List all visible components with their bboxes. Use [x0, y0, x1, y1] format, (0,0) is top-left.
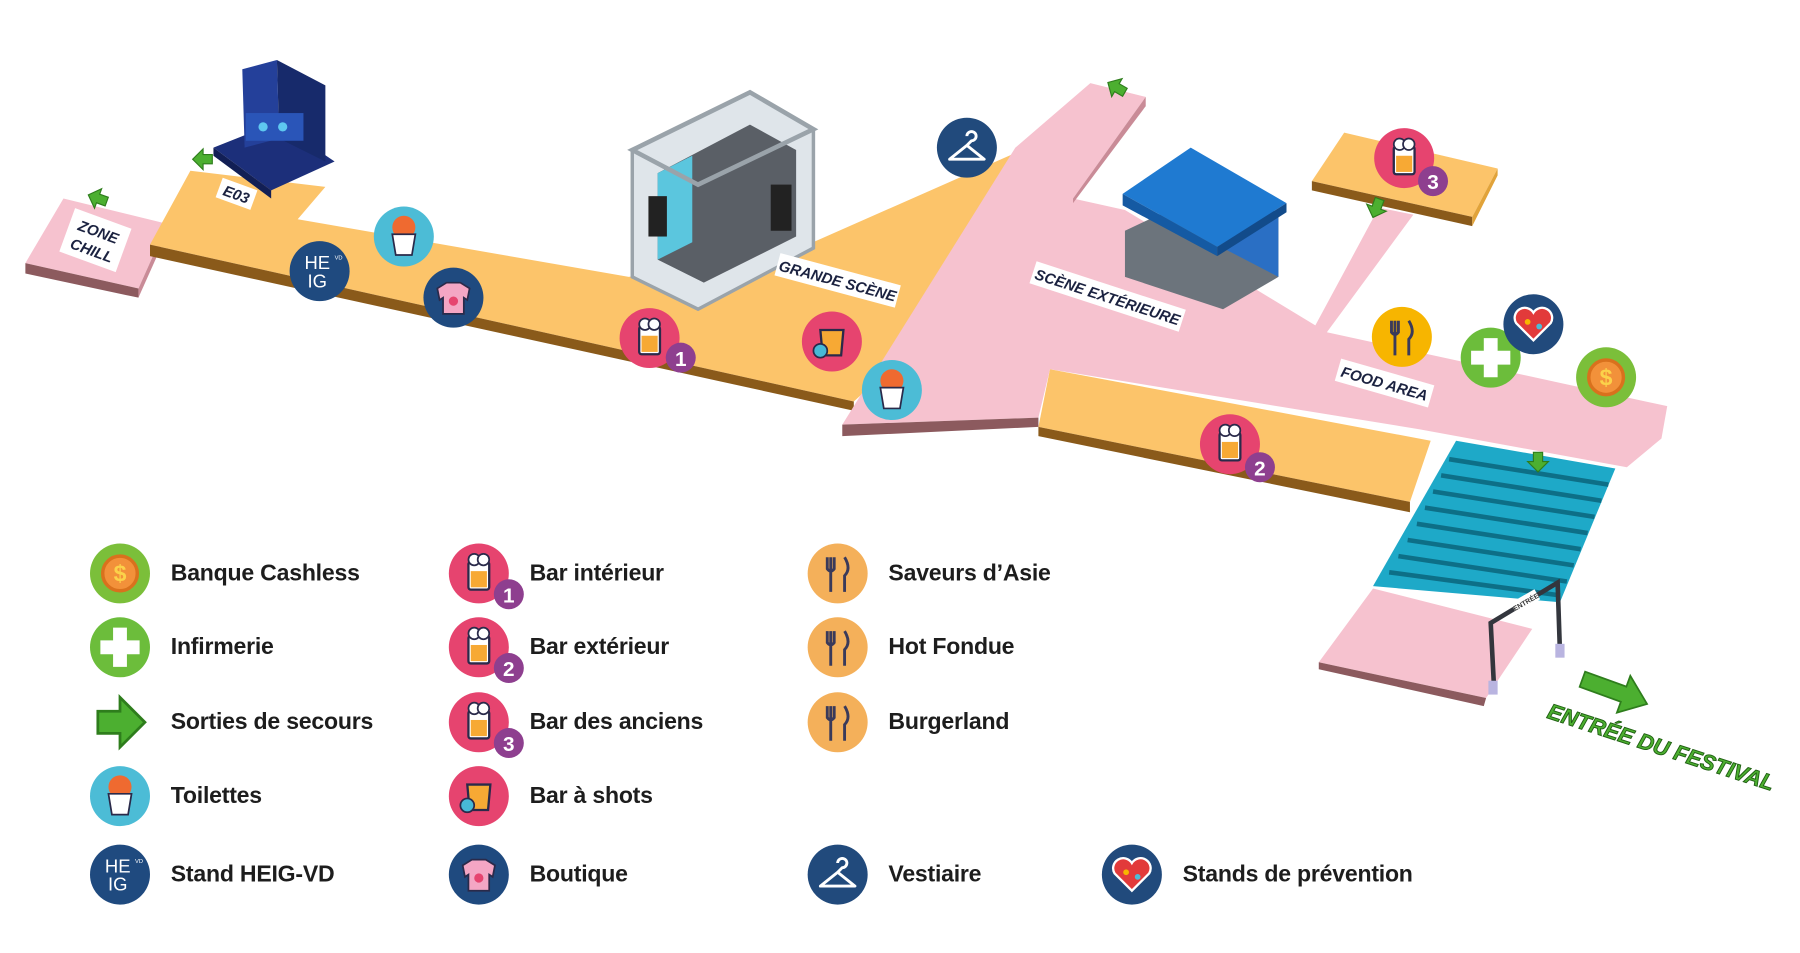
legend-item-bar-shots: Bar à shots	[447, 764, 653, 828]
legend-label: Sorties de secours	[170, 709, 374, 735]
zone-chill[interactable]: ZONE CHILL	[25, 198, 168, 298]
legend-label: Boutique	[529, 861, 628, 887]
beer-icon: 2	[447, 616, 524, 684]
legend-label: Hot Fondue	[888, 634, 1015, 660]
emergency-exit-arrow-icon	[96, 695, 147, 749]
vestiaire-hanger-icon[interactable]	[935, 116, 999, 180]
beer-icon: 3	[447, 691, 524, 759]
bar-shots-icon[interactable]	[800, 310, 864, 373]
legend-label: Stands de prévention	[1182, 861, 1413, 887]
beer-icon: 1	[447, 542, 524, 610]
legend-item-cashless: Banque Cashless	[88, 541, 360, 606]
legend-item-hot-fondue: Hot Fondue	[805, 615, 1015, 679]
toilet-icon	[89, 765, 151, 827]
e03-building[interactable]: E03	[213, 59, 335, 210]
cutlery-icon	[806, 615, 870, 679]
legend-label: Vestiaire	[888, 861, 982, 887]
legend-label: Bar extérieur	[529, 634, 670, 660]
prevention-heart-icon[interactable]	[1502, 293, 1565, 356]
legend-item-bar-interieur: 1 Bar intérieur	[447, 542, 664, 610]
legend-item-bar-exterieur: 2 Bar extérieur	[447, 616, 670, 684]
boutique-sweater-icon[interactable]	[422, 266, 485, 329]
svg-text:2: 2	[1254, 457, 1266, 480]
cutlery-icon	[806, 690, 870, 754]
first-aid-icon	[89, 617, 150, 678]
svg-text:3: 3	[1427, 171, 1439, 194]
legend-item-prevention: Stands de prévention	[1100, 843, 1413, 906]
legend-item-exits: Sorties de secours	[88, 691, 373, 753]
entrance-stairs	[1373, 440, 1616, 603]
legend-item-infirmerie: Infirmerie	[88, 616, 274, 678]
entrance-area[interactable]	[1318, 588, 1533, 707]
shot-glass-icon	[447, 764, 510, 828]
bar-number-badge: 2	[1244, 452, 1275, 483]
legend-item-boutique: Boutique	[447, 843, 628, 906]
cutlery-icon	[806, 541, 870, 605]
svg-text:2: 2	[503, 658, 515, 681]
svg-text:1: 1	[503, 584, 515, 607]
toilet-icon[interactable]	[372, 205, 435, 268]
cashless-icon[interactable]	[1574, 345, 1638, 410]
legend-item-toilettes: Toilettes	[88, 765, 262, 827]
entrance-label: ENTRÉE DU FESTIVAL	[1545, 699, 1778, 796]
sweater-icon	[447, 843, 510, 906]
legend-label: Banque Cashless	[170, 560, 360, 586]
legend-label: Bar à shots	[529, 782, 653, 809]
legend-label: Infirmerie	[170, 634, 274, 660]
legend-item-bar-anciens: 3 Bar des anciens	[447, 691, 704, 759]
cashless-icon	[88, 541, 152, 606]
legend-label: Saveurs d’Asie	[888, 560, 1051, 586]
legend-label: Stand HEIG-VD	[170, 861, 335, 887]
legend-item-saveurs-asie: Saveurs d’Asie	[805, 541, 1051, 605]
legend-label: Toilettes	[170, 782, 262, 809]
entrance-arrow-icon	[1578, 670, 1649, 714]
legend-item-heig: Stand HEIG-VD	[88, 843, 335, 905]
emergency-exit-arrow-icon	[192, 148, 213, 171]
heig-logo-icon	[89, 844, 150, 905]
legend-label: Bar des anciens	[529, 709, 704, 735]
legend-item-burgerland: Burgerland	[805, 690, 1010, 754]
food-cutlery-icon[interactable]	[1370, 305, 1434, 369]
svg-text:3: 3	[503, 733, 515, 756]
legend-label: Bar intérieur	[529, 560, 664, 586]
toilet-icon[interactable]	[861, 359, 923, 421]
hanger-icon	[806, 843, 870, 907]
svg-text:1: 1	[675, 348, 687, 371]
bar-number-badge: 1	[665, 342, 696, 373]
outdoor-area[interactable]	[842, 83, 1668, 468]
legend-label: Burgerland	[888, 709, 1010, 735]
heart-icon	[1100, 843, 1164, 906]
heig-stand-icon[interactable]	[289, 241, 350, 302]
legend-item-vestiaire: Vestiaire	[805, 843, 982, 907]
bar-number-badge: 3	[1418, 166, 1449, 197]
